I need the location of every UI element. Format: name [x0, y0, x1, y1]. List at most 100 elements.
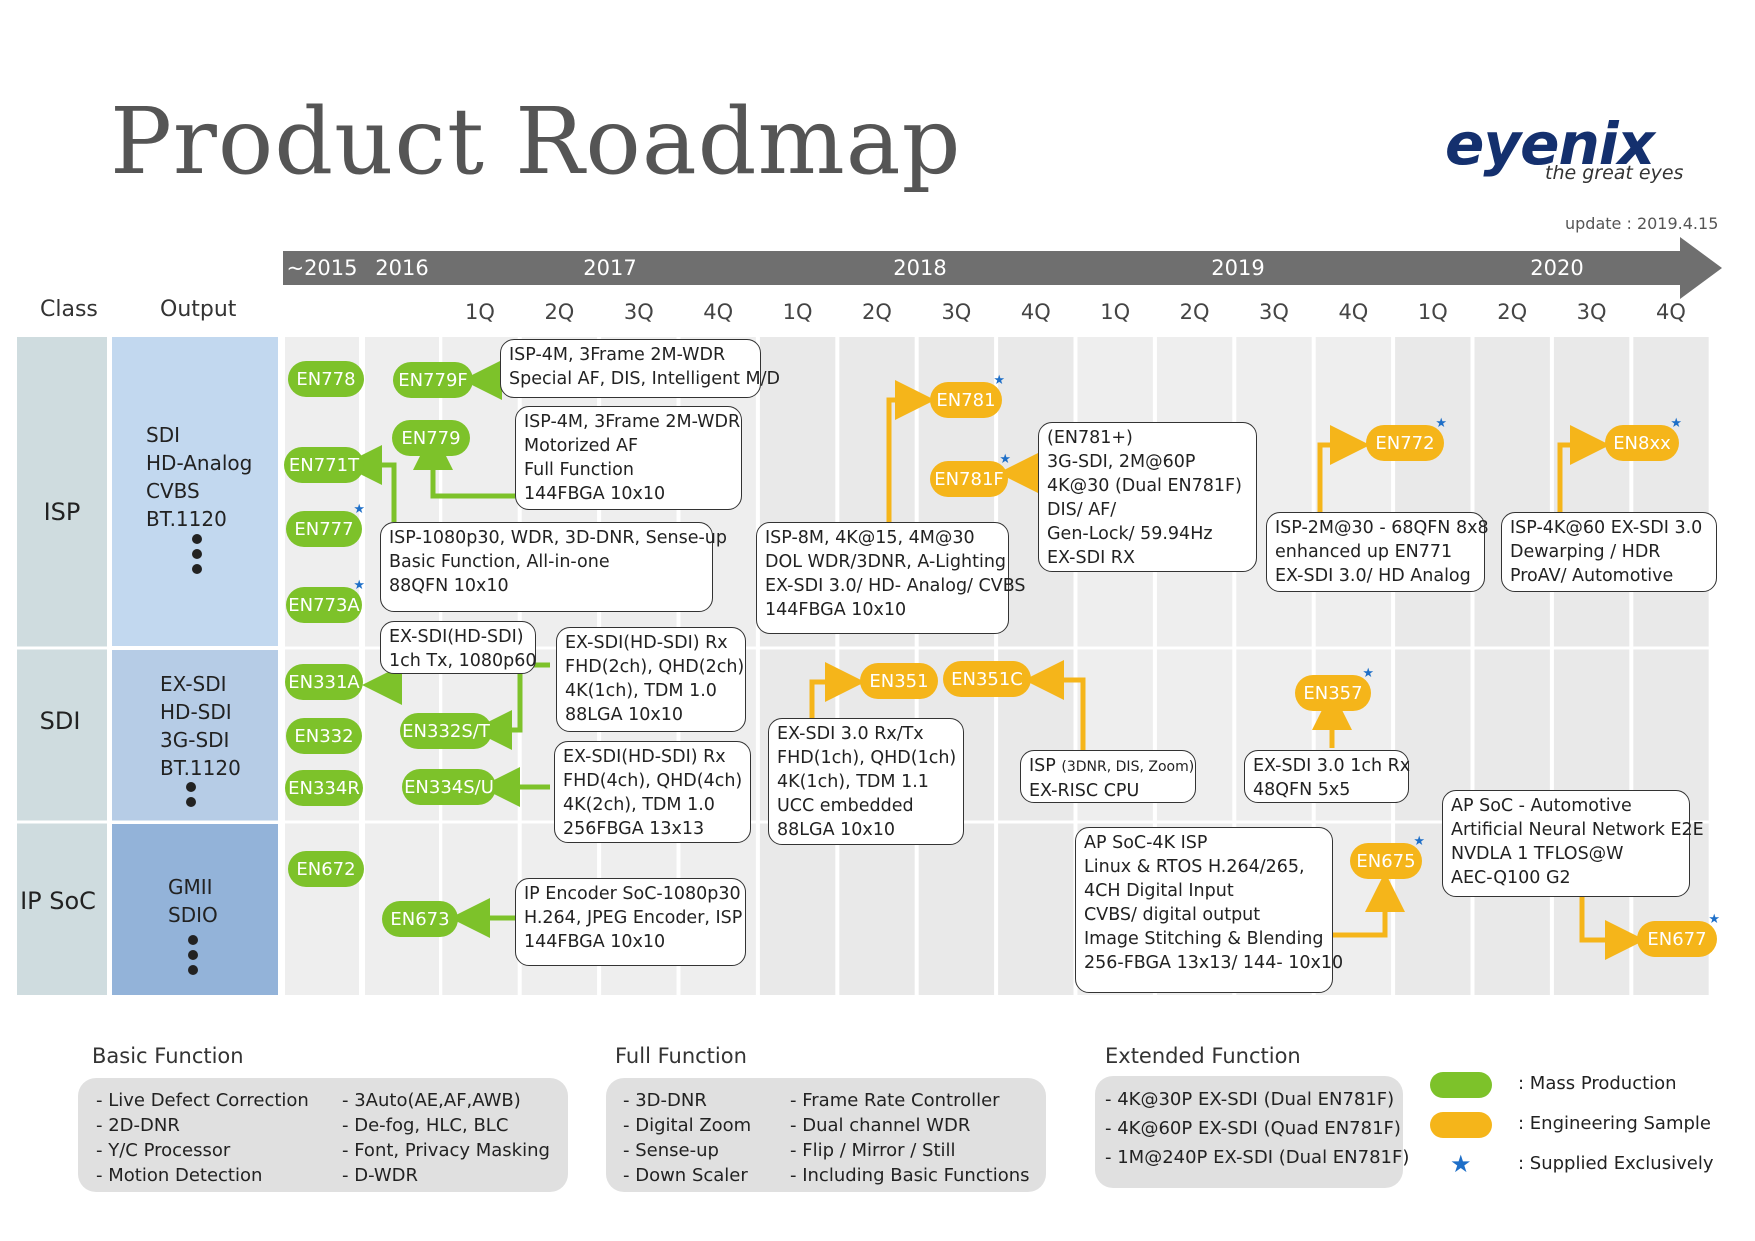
desc-line: ISP-1080p30, WDR, 3D-DNR, Sense-up [389, 528, 727, 548]
output-item: BT.1120 [146, 507, 227, 531]
product-en677[interactable]: EN677★ [1637, 913, 1720, 957]
output-header: Output [160, 297, 237, 322]
exclusive-star-icon: ★ [353, 502, 365, 517]
desc-line: EX-RISC CPU [1029, 781, 1140, 801]
legend-full-box [606, 1078, 1046, 1192]
desc-line: NVDLA 1 TFLOS@W [1451, 844, 1624, 864]
product-label: EN777 [294, 518, 354, 540]
desc-line: 4K(1ch), TDM 1.1 [777, 772, 929, 792]
product-label: EN675 [1356, 850, 1416, 872]
legend-basic-box [78, 1078, 568, 1192]
output-list-sdi: EX-SDI HD-SDI 3G-SDI BT.1120 [160, 670, 241, 782]
product-en351c[interactable]: EN351C [943, 661, 1031, 697]
legend-item: - D-WDR [342, 1165, 419, 1186]
product-en351[interactable]: EN351 [860, 663, 938, 699]
legend-basic-col1: - Live Defect Correction - 2D-DNR - Y/C … [96, 1088, 309, 1188]
desc-line: Special AF, DIS, Intelligent M/D [509, 369, 780, 389]
exclusive-star-icon: ★ [999, 452, 1011, 467]
product-en781[interactable]: EN781★ [930, 374, 1005, 418]
output-item: HD-SDI [160, 700, 232, 724]
desc-en781f: (EN781+) 3G-SDI, 2M@60P 4K@30 (Dual EN78… [1038, 422, 1257, 572]
product-en332st[interactable]: EN332S/T [400, 713, 492, 749]
desc-line: FHD(2ch), QHD(2ch) [565, 657, 745, 677]
quarter-label: 3Q [623, 300, 654, 324]
product-en334r[interactable]: EN334R [285, 770, 363, 806]
product-en773a[interactable]: EN773A★ [286, 579, 365, 623]
engineering-sample-swatch [1430, 1112, 1492, 1138]
exclusive-star-icon: ★ [1413, 834, 1425, 849]
desc-line: 4K(2ch), TDM 1.0 [563, 795, 715, 815]
desc-en357: EX-SDI 3.0 1ch Rx 48QFN 5x5 [1244, 750, 1410, 803]
desc-line: 256-FBGA 13x13/ 144- 10x10 [1084, 953, 1344, 973]
product-en334su[interactable]: EN334S/U [402, 769, 496, 805]
page-title: Product Roadmap [110, 88, 962, 195]
product-en777[interactable]: EN777★ [286, 503, 365, 547]
product-label: EN331A [288, 671, 360, 693]
product-label: EN781F [934, 468, 1004, 490]
update-date: update : 2019.4.15 [1565, 214, 1719, 233]
quarter-label: 1Q [1417, 300, 1448, 324]
product-label: EN334R [288, 777, 360, 799]
quarter-label: 4Q [703, 300, 734, 324]
product-en781f[interactable]: EN781F★ [930, 453, 1011, 497]
product-en332[interactable]: EN332 [286, 718, 362, 754]
arrow-en781 [886, 380, 935, 522]
desc-line: CVBS/ digital output [1084, 905, 1261, 925]
product-en675[interactable]: EN675★ [1350, 835, 1425, 879]
desc-line: 88LGA 10x10 [565, 705, 684, 725]
desc-line: EX-SDI RX [1047, 548, 1135, 568]
legend-extended-title: Extended Function [1105, 1044, 1301, 1068]
output-item: HD-Analog [146, 451, 253, 475]
arrow-en772 [1317, 425, 1370, 515]
legend-item: - Down Scaler [623, 1165, 748, 1186]
desc-line: EX-SDI(HD-SDI) [389, 627, 524, 647]
output-list-isp: SDI HD-Analog CVBS BT.1120 [146, 421, 252, 533]
product-en779f[interactable]: EN779F [393, 362, 473, 398]
output-item: EX-SDI [160, 672, 227, 696]
year-label: 2017 [583, 256, 637, 280]
product-label: EN677 [1647, 928, 1707, 950]
product-en331a[interactable]: EN331A [285, 664, 363, 700]
product-en673[interactable]: EN673 [382, 901, 458, 937]
quarter-label: 1Q [782, 300, 813, 324]
desc-line: Motorized AF [524, 436, 639, 456]
star-icon: ★ [1450, 1150, 1472, 1178]
timeline-arrow [283, 237, 1722, 299]
quarter-label: 3Q [941, 300, 972, 324]
desc-line: H.264, JPEG Encoder, ISP [524, 908, 743, 928]
class-ip-soc: IP SoC [20, 887, 96, 915]
class-sdi: SDI [39, 707, 81, 735]
desc-line: 88LGA 10x10 [777, 820, 896, 840]
desc-line: Image Stitching & Blending [1084, 929, 1324, 949]
product-label: EN672 [296, 858, 356, 880]
year-label: 2019 [1211, 256, 1265, 280]
product-en771t[interactable]: EN771T [284, 447, 364, 483]
product-label: EN332S/T [402, 720, 490, 742]
desc-line: ISP-4M, 3Frame 2M-WDR [509, 345, 726, 365]
key-supplied-exclusively: : Supplied Exclusively [1518, 1153, 1714, 1174]
desc-line: ISP [1029, 756, 1056, 776]
product-en778[interactable]: EN778 [288, 361, 364, 397]
product-en779[interactable]: EN779 [392, 420, 470, 456]
desc-line: enhanced up EN771 [1275, 542, 1453, 562]
desc-en779f: ISP-4M, 3Frame 2M-WDR Special AF, DIS, I… [500, 339, 780, 398]
product-en672[interactable]: EN672 [288, 851, 364, 887]
product-en8xx[interactable]: EN8xx★ [1605, 417, 1682, 461]
desc-en8xx: ISP-4K@60 EX-SDI 3.0 Dewarping / HDR Pro… [1501, 512, 1717, 592]
desc-en351: EX-SDI 3.0 Rx/Tx FHD(1ch), QHD(1ch) 4K(1… [768, 718, 964, 845]
desc-line: Basic Function, All-in-one [389, 552, 610, 572]
output-band-sdi [112, 650, 278, 821]
arrow-en351 [809, 662, 865, 718]
desc-line: 256FBGA 13x13 [563, 819, 705, 839]
desc-en334su: EX-SDI(HD-SDI) Rx FHD(4ch), QHD(4ch) 4K(… [554, 741, 751, 843]
logo-tagline: the great eyes [1545, 162, 1684, 184]
desc-en332st: EX-SDI(HD-SDI) Rx FHD(2ch), QHD(2ch) 4K(… [556, 627, 746, 732]
more-dots-icon [188, 935, 198, 980]
product-en772[interactable]: EN772★ [1366, 417, 1447, 461]
arrow-en351c [1024, 660, 1086, 750]
year-label: 2016 [375, 256, 429, 280]
desc-line: (EN781+) [1047, 428, 1133, 448]
quarter-label: 4Q [1656, 300, 1686, 324]
product-en357[interactable]: EN357★ [1295, 667, 1374, 711]
